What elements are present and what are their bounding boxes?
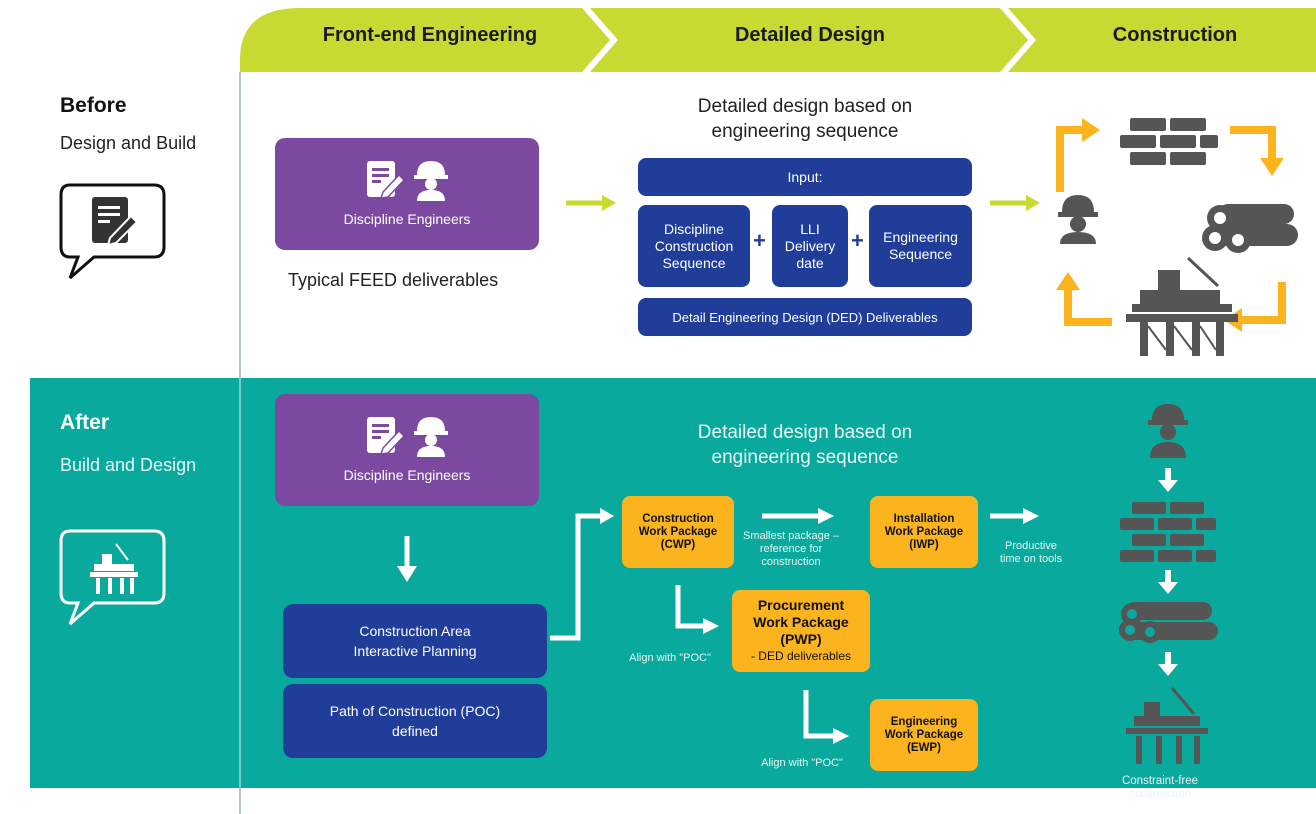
ded-deliverables-box: Detail Engineering Design (DED) Delivera… <box>638 298 972 336</box>
cwp-line1: Construction <box>642 512 714 525</box>
eng-seq-line2: Sequence <box>888 246 953 262</box>
constraint-note-line1: Constraint-free <box>1121 775 1199 787</box>
cwp-box: Construction Work Package (CWP) <box>622 496 734 568</box>
dcs-line1: Discipline <box>664 220 724 237</box>
phase-construction: Construction <box>1112 23 1238 46</box>
poc-line1: Path of Construction (POC) <box>329 703 501 719</box>
after-discipline-engineers-box: Discipline Engineers <box>275 394 539 506</box>
offshore-platform-icon <box>90 543 138 594</box>
pwp-line2: Work Package <box>753 614 849 630</box>
document-edit-icon <box>92 197 139 247</box>
after-title: After <box>60 411 110 434</box>
dcs-line3: Sequence <box>662 254 726 271</box>
before-discipline-engineers-box: Discipline Engineers <box>275 138 539 250</box>
after-dd-heading: Detailed design based on engineering seq… <box>640 420 970 470</box>
discipline-construction-sequence-box: Discipline Construction Sequence <box>638 205 750 287</box>
plus-icon: + <box>753 228 766 253</box>
lli-line1: LLI <box>800 220 820 237</box>
phase-front-end-engineering: Front-end Engineering <box>322 23 538 46</box>
cai-line1: Construction Area <box>359 623 471 639</box>
after-dd-heading-line2: engineering sequence <box>711 447 899 468</box>
align-poc-note-1: Align with "POC" <box>629 652 711 664</box>
eng-seq-line1: Engineering <box>883 229 958 245</box>
lli-line2: Delivery <box>784 237 836 254</box>
path-of-construction-box: Path of Construction (POC) defined <box>283 684 547 758</box>
before-dd-heading: Detailed design based on engineering seq… <box>630 94 980 144</box>
after-subtitle: Build and Design <box>60 455 197 475</box>
after-dd-heading-line1: Detailed design based on <box>697 422 913 443</box>
discipline-engineers-label: Discipline Engineers <box>343 467 471 483</box>
lli-delivery-date-box: LLI Delivery date <box>772 205 848 287</box>
smallest-note-line3: construction <box>761 556 821 568</box>
iwp-line1: Installation <box>893 512 955 525</box>
worker-icon <box>414 161 448 201</box>
offshore-platform-icon <box>1126 256 1238 356</box>
dcs-line2: Construction <box>654 237 734 254</box>
align-poc-note-2: Align with "POC" <box>761 757 843 769</box>
cwp-line2: Work Package <box>638 525 718 538</box>
constraint-free-sequence <box>1119 404 1218 764</box>
construction-cycle <box>1056 118 1298 356</box>
input-box: Input: <box>638 158 972 196</box>
brick-wall-icon <box>1120 502 1216 562</box>
document-edit-icon <box>367 417 406 455</box>
arrow-icon <box>397 536 417 582</box>
iwp-line2: Work Package <box>884 525 964 538</box>
worker-icon <box>414 417 448 457</box>
speech-bubble-icon <box>59 529 166 626</box>
ewp-line1: Engineering <box>890 715 958 728</box>
document-edit-icon <box>367 161 406 199</box>
feed-caption: Typical FEED deliverables <box>288 270 499 290</box>
brick-wall-icon <box>1120 118 1218 165</box>
ewp-line2: Work Package <box>884 728 964 741</box>
pipes-icon <box>1202 204 1298 253</box>
pwp-sub: - DED deliverables <box>750 649 852 663</box>
before-title: Before <box>60 94 127 117</box>
column-divider-after <box>239 378 241 788</box>
engineer-icons <box>367 417 448 457</box>
smallest-note-line2: reference for <box>759 543 823 555</box>
phase-detailed-design: Detailed Design <box>734 23 886 46</box>
worker-icon <box>1148 404 1188 458</box>
cai-line2: Interactive Planning <box>353 643 477 659</box>
before-dd-heading-line1: Detailed design based on <box>697 96 913 117</box>
constraint-free-note: Constraint-free construction <box>1105 775 1215 801</box>
after-section-background <box>30 378 1316 788</box>
discipline-engineers-label: Discipline Engineers <box>343 211 471 227</box>
pwp-line1: Procurement <box>757 597 845 613</box>
engineering-sequence-box: Engineering Sequence <box>869 205 972 287</box>
cycle-arrows <box>1056 126 1286 326</box>
lli-line3: date <box>796 254 824 271</box>
pwp-line3: (PWP) <box>780 631 822 647</box>
cwp-line3: (CWP) <box>660 538 696 551</box>
phase-header-band <box>240 8 1316 72</box>
iwp-line3: (IWP) <box>909 538 939 551</box>
pwp-box: Procurement Work Package (PWP) - DED del… <box>732 590 870 672</box>
speech-bubble-icon <box>59 183 166 280</box>
construction-area-planning-box: Construction Area Interactive Planning <box>283 604 547 678</box>
before-dd-heading-line2: engineering sequence <box>711 121 899 142</box>
offshore-platform-icon <box>1126 687 1208 764</box>
productive-note-line2: time on tools <box>999 553 1063 565</box>
arrow-icon <box>1158 468 1178 676</box>
before-subtitle: Design and Build <box>60 133 197 153</box>
ewp-line3: (EWP) <box>907 741 941 754</box>
productive-time-note: Productive time on tools <box>986 540 1076 566</box>
iwp-box: Installation Work Package (IWP) <box>870 496 978 568</box>
ewp-box: Engineering Work Package (EWP) <box>870 699 978 771</box>
arrow-icon <box>990 195 1040 211</box>
productive-note-line1: Productive <box>1005 540 1057 552</box>
pipes-icon <box>1119 602 1218 643</box>
arrow-icon <box>566 195 616 211</box>
poc-line2: defined <box>392 723 438 739</box>
worker-icon <box>1058 195 1098 244</box>
constraint-note-line2: construction <box>1128 788 1191 800</box>
plus-icon: + <box>851 228 864 253</box>
smallest-package-note: Smallest package – reference for constru… <box>735 530 847 569</box>
smallest-note-line1: Smallest package – <box>743 530 839 542</box>
engineer-icons <box>367 161 448 201</box>
